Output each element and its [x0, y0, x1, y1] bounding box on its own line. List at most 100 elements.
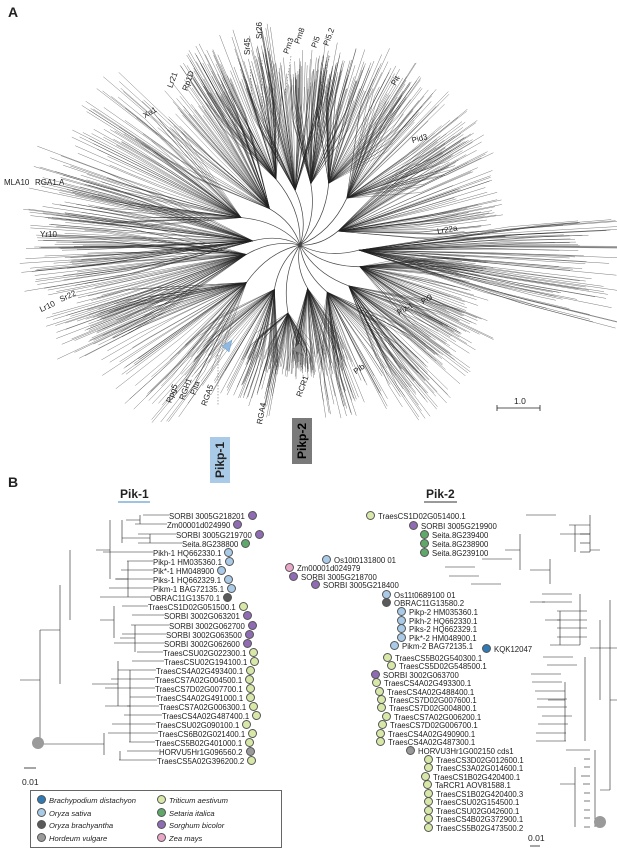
species-dot	[377, 702, 386, 712]
leaf-label: TraesCS7D02G007700.1	[155, 683, 255, 694]
leaf-name: TraesCS3D02G012600.1	[436, 755, 524, 765]
leaf-name: Pikp-2 HM035360.1	[409, 607, 478, 617]
legend-label: Triticum aestivum	[169, 796, 228, 805]
leaf-name: SORBI 3005G219700	[176, 530, 252, 540]
leaf-label: Pikp-2 HM035360.1	[397, 606, 478, 617]
species-dot	[242, 719, 252, 729]
legend-label: Hordeum vulgare	[49, 833, 108, 843]
gene-label: MLA10	[4, 178, 30, 187]
clade-17	[179, 23, 283, 180]
species-dot	[223, 592, 233, 602]
leaf-label: Pikp-1 HM035360.1	[153, 556, 234, 567]
species-dot	[387, 660, 396, 670]
species-dot	[424, 822, 433, 832]
panel-a-letter: A	[8, 4, 19, 20]
leaf-name: SORBI 3002G063201	[164, 611, 240, 621]
species-dot	[238, 601, 248, 611]
leaf-label: TraesCSU02G154500.1	[424, 796, 519, 807]
leaf-label: Pikh-1 HQ662330.1	[153, 547, 234, 558]
leaf-name: TraesCS5A02G396200.2	[157, 756, 245, 766]
leaf-label: Piks-1 HQ662329.1	[153, 574, 234, 585]
label-leaders-bottom	[217, 355, 306, 405]
species-dot	[383, 652, 392, 662]
species-dot	[247, 620, 257, 630]
pik2-internal-branches	[505, 515, 617, 827]
leaf-label: Pikm-1 BAG72135.1	[153, 583, 237, 594]
gene-label: Yr10	[40, 230, 57, 239]
panel-b-letter: B	[8, 474, 19, 490]
leaf-name: Seita.8G239400	[432, 530, 489, 540]
leaf-name: Seita.8G238800	[182, 539, 239, 549]
leaf-name: TraesCS4A02G493400.1	[156, 666, 244, 676]
species-dot	[397, 632, 406, 642]
legend-item: Brachypodium distachyon	[37, 795, 136, 805]
species-dot	[372, 677, 381, 687]
leaf-name: OBRAC11G13570.1	[150, 593, 221, 603]
gene-label: Sr26	[255, 22, 264, 39]
leaf-label: TraesCS5B02G401000.1	[155, 737, 255, 748]
species-dot	[217, 565, 227, 575]
leaf-name: Seita.8G238900	[432, 539, 489, 549]
leaf-name: Pikh-2 HQ662330.1	[409, 616, 478, 626]
leaf-name: TraesCS7D02G006700.1	[390, 720, 478, 730]
leaf-label: TraesCS1D02G051500.1	[148, 601, 248, 612]
leaf-name: TraesCS5B02G540300.1	[395, 653, 483, 663]
leaf-label: TraesCS4A02G493400.1	[156, 665, 256, 676]
leaf-label: TraesCS1D02G051400.1	[366, 510, 466, 521]
clade-5	[358, 219, 617, 329]
clade-15	[42, 72, 242, 228]
legend-swatch	[157, 820, 166, 829]
pik1-root-node	[32, 737, 44, 749]
species-dot	[311, 579, 320, 589]
pikp2-clade-marker	[291, 342, 303, 355]
leaf-name: Zm00001d024979	[297, 563, 361, 573]
leaf-label: TaRCR1 AOV81588.1	[423, 779, 511, 790]
leaf-label: TraesCS5D02G548500.1	[387, 660, 487, 671]
leaf-name: TraesCS7A02G006200.1	[394, 712, 482, 722]
leaf-label: TraesCS4A02G493300.1	[372, 677, 471, 688]
pikp1-badge: Pikp-1	[210, 436, 230, 483]
pikp1-clade-marker	[221, 339, 233, 353]
leaf-label: Pik*-2 HM048900.1	[397, 632, 477, 643]
leaf-label: SORBI 3005G219900	[409, 520, 497, 531]
leaf-label: Seita.8G238800	[182, 538, 251, 549]
legend-item: Sorghum bicolor	[157, 820, 224, 830]
species-dot	[247, 755, 257, 765]
leaf-name: TraesCS3A02G014600.1	[436, 763, 524, 773]
leaf-name: SORBI 3005G219900	[421, 521, 497, 531]
species-dot	[376, 736, 385, 746]
legend-swatch	[157, 795, 166, 804]
species-dot	[382, 711, 391, 721]
species-dot	[406, 745, 415, 755]
legend-swatch	[157, 832, 166, 842]
leaf-name: TraesCSU02G194100.1	[164, 657, 248, 667]
leaf-name: Pikm-2 BAG72135.1	[402, 641, 474, 651]
leaf-label: TraesCS4A02G491000.1	[156, 692, 256, 703]
leaf-name: SORBI 3002G063500	[166, 630, 242, 640]
leaf-name: TraesCS1B02G420400.1	[433, 772, 521, 782]
leaf-label: Seita.8G238900	[420, 538, 489, 549]
panel-a-scale-label: 1.0	[514, 396, 526, 406]
leaf-label: TraesCS5B02G473500.2	[424, 822, 523, 833]
species-dot	[246, 692, 256, 702]
leaf-label: TraesCS6B02G021400.1	[158, 728, 258, 739]
species-dot	[322, 554, 331, 564]
leaf-label: Piks-2 HQ662329.1	[397, 623, 477, 634]
leaf-label: KQK12047	[482, 643, 532, 654]
leaf-label: TraesCSU02G022300.1	[163, 647, 259, 658]
leaf-label: TraesCS4A02G487300.1	[376, 736, 475, 747]
leaf-label: SORBI 3005G218201	[169, 510, 257, 521]
leaf-label: TraesCS7D02G004800.1	[377, 702, 477, 713]
clade-4	[337, 121, 506, 240]
leaf-name: SORBI 3002G063700	[383, 670, 459, 680]
leaf-label: SORBI 3005G219700	[176, 529, 264, 540]
species-dot	[245, 674, 255, 684]
legend-swatch	[37, 807, 46, 817]
leaf-label: TraesCS5A02G396200.2	[157, 755, 257, 766]
legend-item: Zea mays	[157, 832, 202, 843]
leaf-name: SORBI 3005G218201	[169, 511, 245, 521]
leaf-label: TraesCSU02G194100.1	[164, 656, 260, 667]
leaf-name: TraesCS7A02G006300.1	[159, 702, 247, 712]
species-dot	[248, 728, 258, 738]
